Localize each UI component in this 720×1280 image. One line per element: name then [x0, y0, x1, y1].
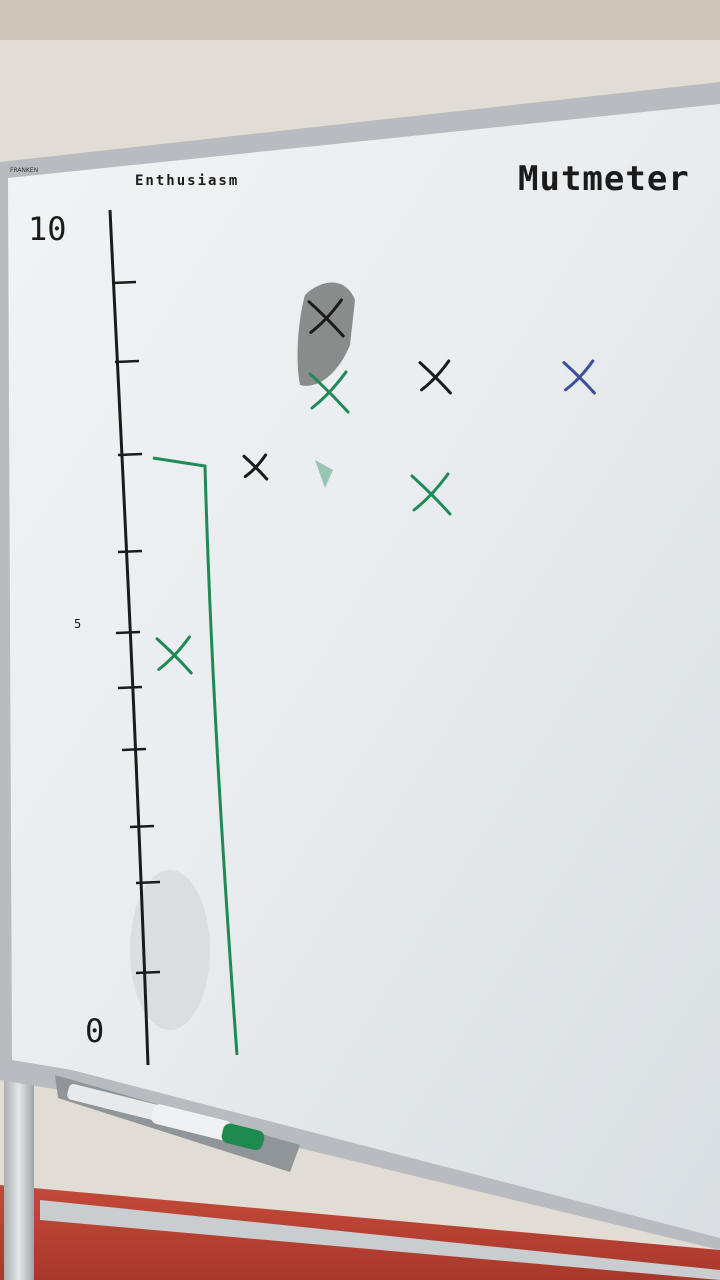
- y-axis-tick: [117, 452, 143, 457]
- y-axis-tick: [111, 280, 137, 285]
- axis-label-mid: 5: [74, 617, 81, 631]
- y-axis-tick: [114, 359, 140, 364]
- easel-crossbar: [40, 1200, 720, 1280]
- axis-label-bottom: 0: [85, 1012, 104, 1050]
- axis-label-top: 10: [28, 210, 67, 248]
- board-surface: [8, 104, 720, 1238]
- marker-green[interactable]: [150, 1103, 266, 1152]
- eraser-smudge: [130, 870, 210, 1030]
- vote-marks: [155, 298, 596, 675]
- y-axis-ticks: [111, 280, 161, 975]
- y-axis-tick: [135, 970, 161, 975]
- y-axis-tick: [115, 630, 141, 635]
- vote-mark-black: [307, 298, 345, 338]
- brand-mark: FRANKEN: [10, 167, 38, 174]
- vote-mark-green: [155, 635, 193, 675]
- y-axis-tick: [117, 685, 143, 690]
- ceiling-edge: [0, 0, 720, 40]
- green-bracket-line: [152, 456, 239, 1056]
- y-axis-tick: [117, 549, 143, 554]
- board-title: Mutmeter: [518, 159, 690, 199]
- vote-mark-black: [418, 359, 452, 395]
- axis-label: Enthusiasm: [135, 173, 239, 189]
- y-axis-tick: [129, 824, 155, 829]
- vote-mark-green: [308, 370, 350, 414]
- y-axis-line: [108, 209, 150, 1066]
- y-axis-tick: [121, 747, 147, 752]
- y-axis-tick: [135, 880, 161, 885]
- marker-smudge: [297, 282, 355, 488]
- vote-mark-green: [410, 472, 452, 516]
- vote-mark-blue: [562, 359, 596, 395]
- vote-mark-black: [242, 453, 269, 481]
